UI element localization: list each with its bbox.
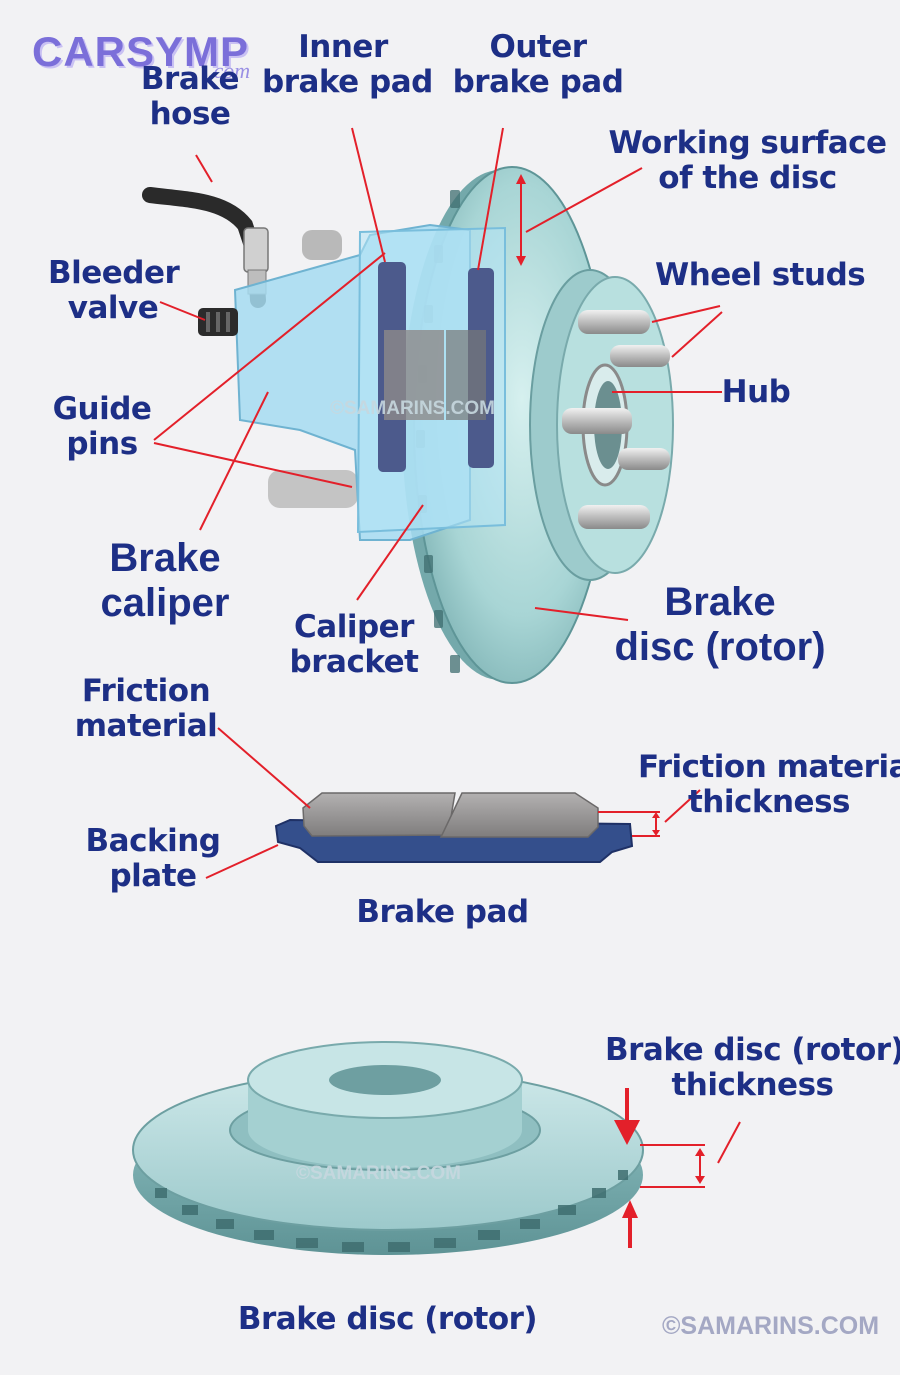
watermark-rotor: ©SAMARINS.COM: [296, 1163, 461, 1184]
carsymp-logo: CARSYMP: [32, 28, 250, 75]
caption-brake-pad: Brake pad: [356, 894, 529, 930]
rotor-bottom-art: [132, 1041, 644, 1255]
brake-pad-art: [274, 792, 634, 863]
watermark-caliper: ©SAMARINS.COM: [330, 398, 495, 419]
bleeder-valve: [198, 308, 238, 336]
leader-lines: [153, 127, 741, 1188]
carsymp-logo-suffix: .com: [208, 58, 251, 83]
caption-brake-disc-rotor: Brake disc (rotor): [237, 1301, 538, 1337]
label-hub: Hub: [721, 374, 791, 410]
label-wheel-studs: Wheel studs: [655, 257, 866, 293]
wheel-studs: [562, 310, 670, 529]
label-rotor-thickness: Brake disc (rotor)thickness: [605, 1032, 900, 1103]
caliper-body: [233, 223, 506, 541]
copyright-samarins: ©SAMARINS.COM: [662, 1312, 880, 1340]
red-arrowheads: [516, 174, 705, 1248]
